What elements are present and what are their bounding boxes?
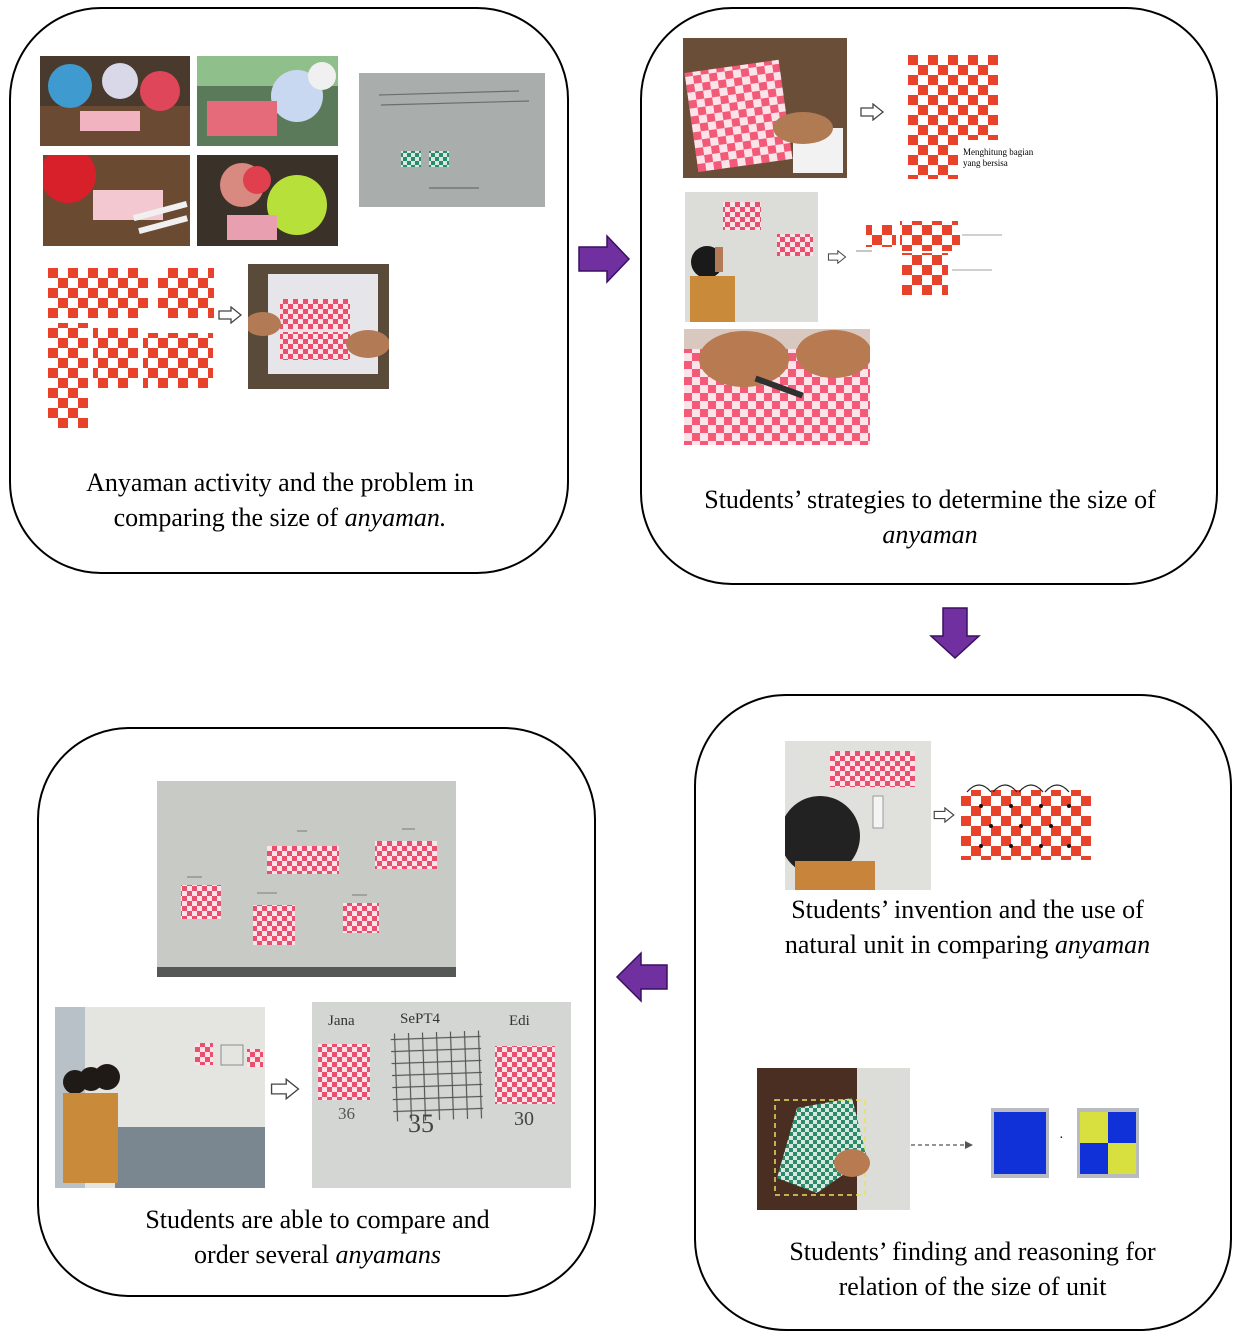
- board-label-sept4: SePT4: [400, 1011, 441, 1027]
- hollow-right-arrow-icon: [933, 807, 955, 823]
- panel3-caption-2: Students’ finding and reasoning for rela…: [720, 1234, 1225, 1304]
- panel3-caption2-line2: relation of the size of unit: [838, 1272, 1107, 1301]
- board-number-36: 36: [338, 1104, 355, 1123]
- panel3-caption-1: Students’ invention and the use of natur…: [720, 892, 1215, 962]
- panel1-caption-line2-text: comparing the size of: [113, 503, 345, 532]
- panel1-caption-line1: Anyaman activity and the problem in: [86, 468, 474, 497]
- photo-student-drawing-units: [785, 741, 931, 890]
- flow-arrow-right: [577, 234, 631, 284]
- photo-students-weaving-3: [43, 155, 190, 246]
- panel3-caption1-line2-text: natural unit in comparing: [784, 930, 1055, 959]
- flow-arrow-down: [929, 606, 981, 660]
- panel4-caption-line2-text: order several: [194, 1240, 336, 1269]
- photo-whiteboard-problem: [359, 73, 545, 207]
- panel2-caption: Students’ strategies to determine the si…: [660, 482, 1200, 552]
- hollow-right-arrow-icon: [218, 306, 242, 324]
- panel3-caption1-line1: Students’ invention and the use of: [791, 895, 1144, 924]
- hollow-right-arrow-icon: [860, 103, 884, 121]
- annotation-counting-remaining: Menghitung bagian yang bersisa: [963, 147, 1073, 169]
- panel1-caption-line2-italic: anyaman.: [344, 503, 447, 532]
- photo-green-weave-held: [757, 1068, 910, 1210]
- panel4-caption: Students are able to compare and order s…: [70, 1202, 565, 1272]
- weave-natural-unit-diagram: [961, 776, 1091, 862]
- board-number-35: 35: [408, 1109, 434, 1138]
- panel4-caption-line2-italic: anyamans: [335, 1240, 441, 1269]
- panel3-caption1-line2-italic: anyaman: [1054, 930, 1151, 959]
- photo-hands-placing-weave: [248, 264, 389, 389]
- photo-student-at-whiteboard: [685, 192, 818, 322]
- panel2-caption-line1: Students’ strategies to determine the si…: [704, 485, 1156, 514]
- annotation-line1: Menghitung bagian: [963, 147, 1034, 157]
- dashed-arrow-icon: [911, 1140, 973, 1150]
- annotation-line2: yang bersisa: [963, 158, 1008, 168]
- board-number-30: 30: [514, 1108, 534, 1130]
- weave-cut-shape-diagram: [48, 268, 216, 428]
- photo-students-weaving-2: [197, 56, 338, 146]
- panel2-caption-line2-italic: anyaman: [882, 520, 978, 549]
- panel4-caption-line1: Students are able to compare and: [145, 1205, 490, 1234]
- unit-square-blue: [991, 1108, 1049, 1178]
- panel1-caption-line2: comparing the size of anyaman.: [40, 500, 520, 535]
- panel3-caption2-line1: Students’ finding and reasoning for: [789, 1237, 1156, 1266]
- photo-students-at-board: [55, 1007, 265, 1188]
- panel3-caption1-line2: natural unit in comparing anyaman: [720, 927, 1215, 962]
- hollow-right-arrow-icon: [270, 1078, 300, 1100]
- photo-hands-on-weave-closeup: [684, 329, 870, 445]
- panel1-caption: Anyaman activity and the problem in comp…: [40, 465, 520, 535]
- weave-counting-diagram: [908, 55, 998, 179]
- dot-separator: ·: [1059, 1131, 1064, 1146]
- photo-board-anyamans: [157, 781, 456, 977]
- flow-arrow-left: [615, 951, 669, 1003]
- panel2-caption-line2: anyaman: [660, 517, 1200, 552]
- board-label-jana: Jana: [328, 1013, 355, 1029]
- photo-pink-weave-on-table: [683, 38, 847, 178]
- hollow-right-arrow-icon: [827, 250, 847, 264]
- board-label-edi: Edi: [509, 1013, 530, 1029]
- photo-students-weaving-4: [197, 155, 338, 246]
- photo-board-comparison: [312, 1002, 571, 1188]
- unit-square-quartered: [1077, 1108, 1139, 1178]
- photo-students-weaving-1: [40, 56, 190, 146]
- weave-pieces-diagram: [852, 215, 1012, 300]
- panel4-caption-line2: order several anyamans: [70, 1237, 565, 1272]
